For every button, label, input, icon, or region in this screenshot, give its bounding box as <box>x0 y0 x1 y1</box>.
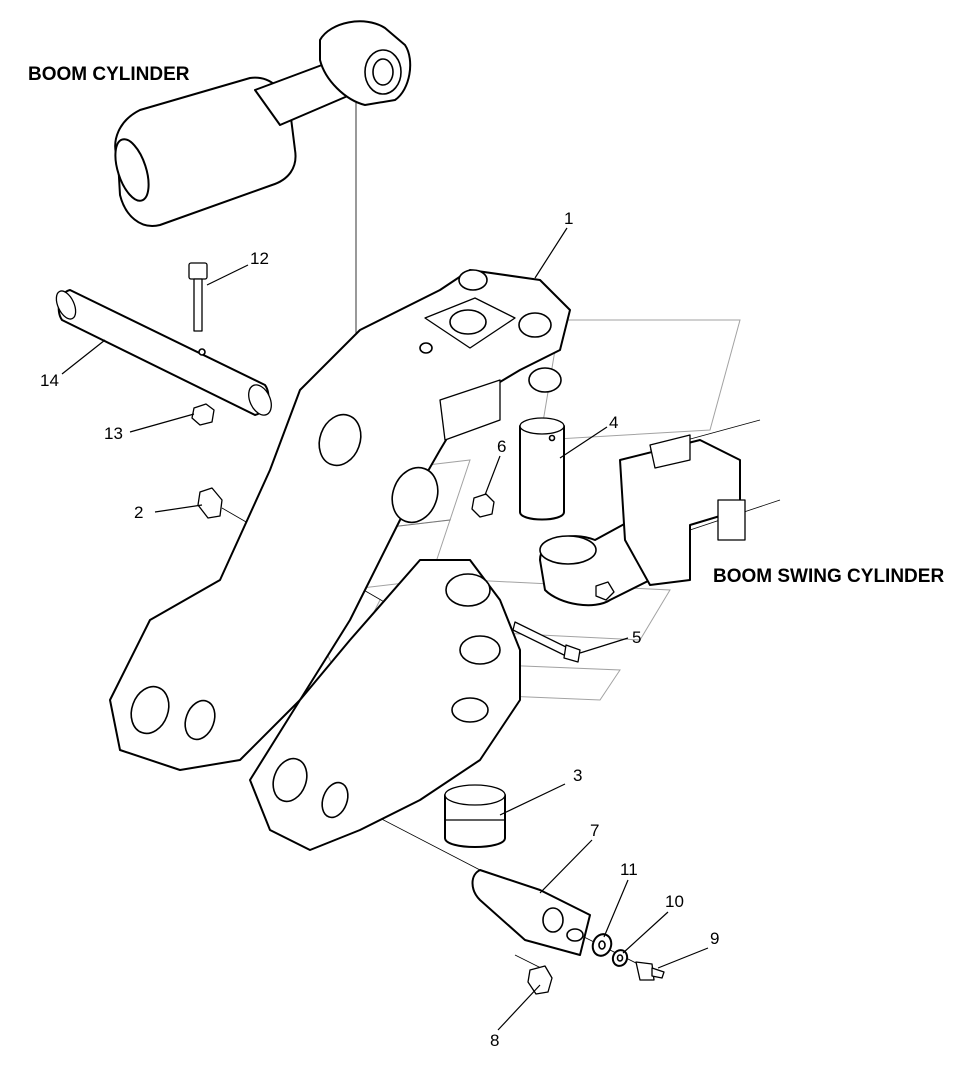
nut-6 <box>471 493 495 518</box>
boom-cylinder <box>114 20 412 227</box>
pin-4 <box>519 417 565 521</box>
swing-bracket-1 <box>109 269 571 851</box>
callout-13: 13 <box>104 424 123 443</box>
washer-10 <box>611 949 629 967</box>
nut-13 <box>191 403 215 426</box>
callout-3: 3 <box>573 766 582 785</box>
pin-14 <box>55 289 272 416</box>
callout-10: 10 <box>665 892 684 911</box>
callout-7: 7 <box>590 821 599 840</box>
washer-11 <box>591 933 613 957</box>
callout-6: 6 <box>497 437 506 456</box>
callout-14: 14 <box>40 371 59 390</box>
leader-lines <box>61 227 709 1031</box>
callout-2: 2 <box>134 503 143 522</box>
label-boom-swing-cylinder: BOOM SWING CYLINDER <box>713 566 944 587</box>
bolt-9 <box>635 961 665 981</box>
grease-fitting-8 <box>527 965 553 995</box>
callout-9: 9 <box>710 929 719 948</box>
bolt-5 <box>512 621 581 663</box>
label-boom-cylinder: BOOM CYLINDER <box>28 64 190 85</box>
bolt-12 <box>188 262 208 332</box>
pin-7 <box>471 869 591 956</box>
callout-1: 1 <box>564 209 573 228</box>
callout-5: 5 <box>632 628 641 647</box>
callout-4: 4 <box>609 413 618 432</box>
boom-swing-cylinder <box>539 434 746 607</box>
callout-12: 12 <box>250 249 269 268</box>
callout-8: 8 <box>490 1031 499 1050</box>
grease-fitting-2 <box>197 487 223 519</box>
callout-11: 11 <box>620 860 638 879</box>
bushing-3 <box>444 784 506 848</box>
